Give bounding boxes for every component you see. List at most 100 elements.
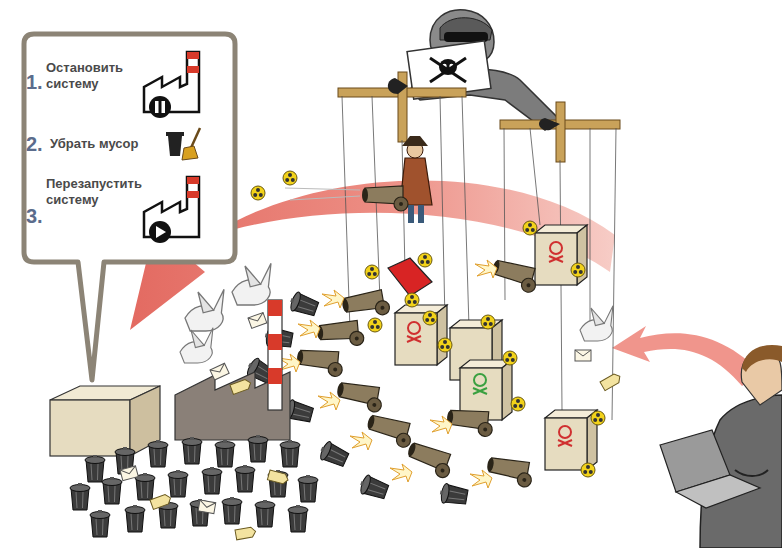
chimney-stripe (268, 300, 282, 316)
muzzle-flash (298, 320, 320, 338)
trash-can (90, 510, 110, 537)
hair (742, 345, 782, 372)
skull-mark (407, 322, 421, 342)
flying-trash (287, 290, 319, 318)
trash-can (102, 477, 122, 504)
trash-can (85, 455, 105, 482)
string (440, 96, 445, 320)
cannon (364, 413, 415, 449)
string (590, 128, 591, 330)
biohazard (523, 221, 537, 235)
bird (580, 306, 613, 341)
cannon (296, 348, 344, 377)
leg (408, 205, 414, 223)
trash-heap (70, 435, 318, 540)
biohazard (571, 263, 585, 277)
cannon (489, 258, 540, 294)
envelope (120, 466, 138, 481)
shot-trail (285, 188, 360, 200)
trash-can (280, 440, 300, 467)
trash-can (125, 505, 145, 532)
biohazard (368, 318, 382, 332)
puppeteer (407, 10, 560, 130)
muzzle-flash (430, 416, 452, 434)
trash-can (235, 465, 255, 492)
spam-tag (230, 378, 252, 394)
speech-bubble (24, 34, 235, 380)
trash-can (215, 440, 235, 467)
speech-bubble: Остановить системуУбрать мусорПерезапуст… (22, 32, 237, 264)
user (660, 345, 782, 548)
biohazard (591, 411, 605, 425)
spam-tag (150, 493, 172, 509)
crossbar (556, 102, 565, 162)
muzzle-flash (475, 260, 497, 278)
biohazard (283, 171, 297, 185)
cannon (446, 408, 494, 437)
arm (735, 470, 768, 476)
trash-can (255, 500, 275, 527)
spam-tag (235, 527, 256, 540)
biohazard (511, 397, 525, 411)
cannon (485, 455, 535, 488)
puppet-strings (342, 96, 616, 420)
hat (402, 136, 428, 146)
string (530, 128, 540, 225)
hand (539, 118, 560, 130)
biohazard (365, 265, 379, 279)
trash-can (202, 467, 222, 494)
callout-number: 2. (26, 134, 43, 154)
factory-icon (144, 52, 199, 118)
trash-can (288, 505, 308, 532)
trash-can (182, 437, 202, 464)
control-bars (338, 72, 620, 162)
cannon (335, 380, 385, 413)
flying-trash (317, 440, 350, 470)
factory-icon (144, 177, 199, 243)
skull-mark (558, 426, 572, 446)
biohazard (581, 463, 595, 477)
step-text: Остановить систему (46, 60, 138, 93)
biohazard (423, 311, 437, 325)
bird (232, 263, 271, 305)
trash-can (148, 440, 168, 467)
callout-number: 3. (26, 206, 43, 226)
trash-can (222, 497, 242, 524)
hand (388, 78, 408, 94)
chimney (268, 300, 282, 410)
flow-arrow-small (612, 326, 760, 386)
flying-trash (357, 473, 389, 501)
muzzle-flash (350, 432, 372, 450)
trash-can (298, 475, 318, 502)
skull-crossbones (430, 58, 466, 82)
biohazard (251, 186, 265, 200)
biohazard (438, 338, 452, 352)
bird (180, 328, 213, 363)
string (342, 96, 350, 330)
laptop-base (676, 475, 760, 508)
chimney-stripe (268, 368, 282, 384)
bird (185, 289, 224, 331)
envelope (248, 313, 267, 329)
cannon (362, 186, 408, 211)
envelope (575, 350, 591, 361)
muzzle-flash (470, 470, 492, 488)
cannon (341, 289, 391, 322)
muzzle-flash (390, 464, 412, 482)
flying-trash (438, 483, 468, 507)
trash-can (168, 470, 188, 497)
computer (395, 305, 447, 365)
biohazard (405, 293, 419, 307)
envelope (210, 363, 229, 380)
computer (545, 410, 597, 470)
step-text: Убрать мусор (50, 136, 170, 152)
muzzle-flash (322, 290, 344, 308)
server-box (50, 400, 130, 456)
computer (535, 225, 587, 285)
skull-mark (473, 374, 487, 394)
trash-can (70, 483, 90, 510)
spam-tag (267, 470, 289, 485)
biohazard (503, 351, 517, 365)
biohazard (418, 253, 432, 267)
step-text: Перезапустить систему (46, 176, 150, 209)
